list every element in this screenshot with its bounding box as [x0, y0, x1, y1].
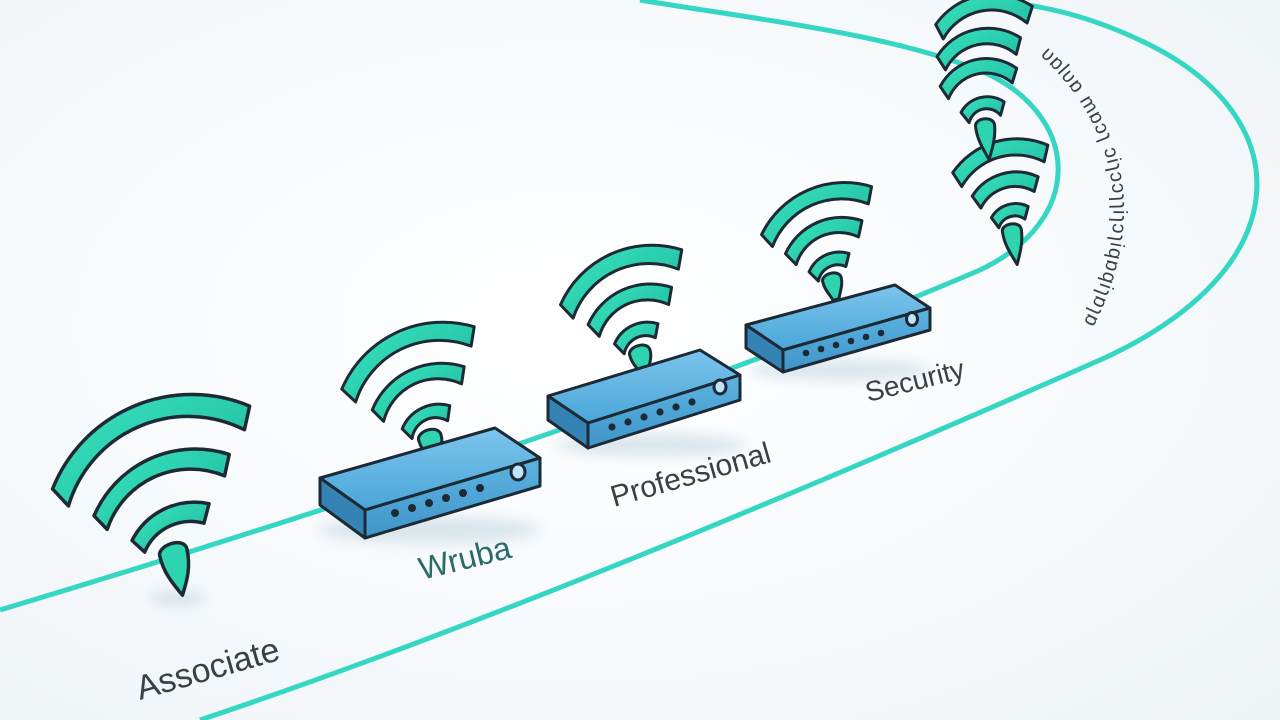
top-wifi-icon — [934, 0, 1034, 162]
outer-track — [199, 0, 1260, 720]
professional-router — [546, 243, 742, 450]
curved-text: ʋɒlʋɒ mɒɔɿ ɔiɿɔɔɿɿiɿɔɿiqɒqiɿɒɿɒ — [1037, 43, 1131, 331]
upper-wifi-icon — [951, 137, 1050, 267]
curved-text-path: ʋɒlʋɒ mɒɔɿ ɔiɿɔɔɿɿiɿɔɿiqɒqiɿɒɿɒ — [1037, 43, 1130, 331]
associate-wifi-icon — [50, 392, 252, 597]
wruba-router — [318, 320, 542, 540]
security-router — [744, 181, 932, 374]
label-associate: Associate — [132, 631, 284, 708]
security-wifi-icon — [760, 181, 874, 302]
wruba-wifi-icon — [340, 320, 476, 464]
